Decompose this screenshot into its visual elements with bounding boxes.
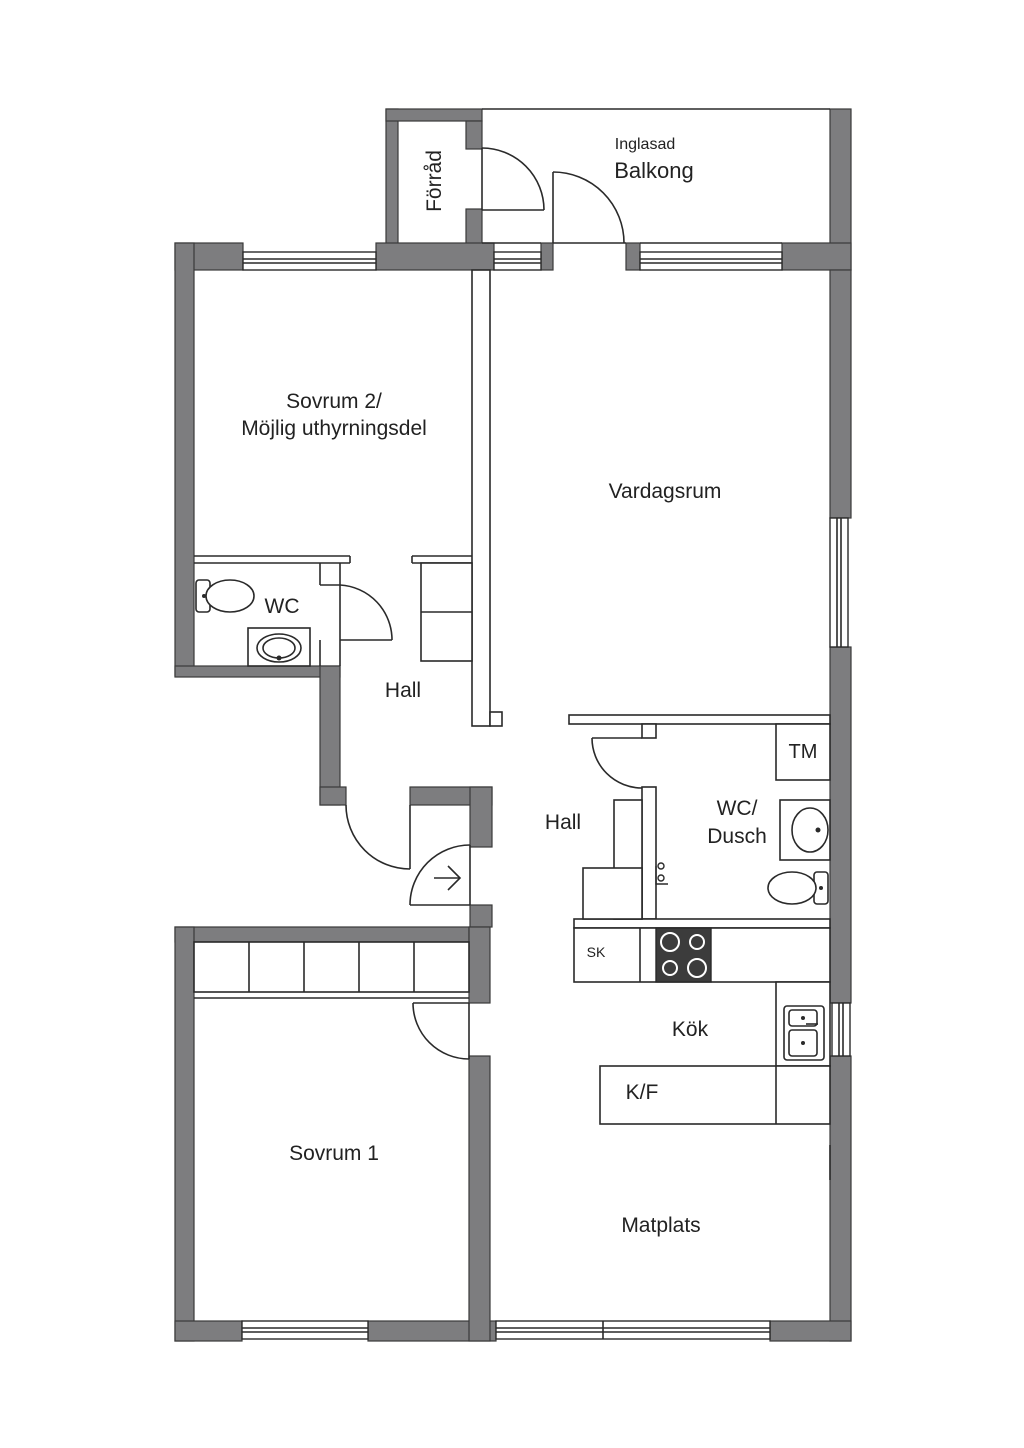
wall-right-upper — [829, 269, 852, 519]
wall-forrad-right-low — [465, 208, 483, 246]
label-balkong-top: Inglasad — [615, 136, 676, 153]
door-balkong — [552, 171, 625, 244]
door-sovrum1 — [412, 1002, 470, 1060]
label-matplats: Matplats — [621, 1214, 700, 1237]
door-hall — [345, 804, 411, 870]
entrance-arrow-icon — [434, 865, 462, 891]
label-sovrum2-line2: Möjlig uthyrningsdel — [241, 417, 427, 440]
door-entrance — [409, 844, 471, 906]
kitchen-sink-icon — [783, 1005, 825, 1061]
wall-sovrum1-top — [174, 926, 470, 943]
walls — [174, 108, 852, 1342]
wall-bottom-left — [174, 1320, 243, 1342]
wall-hall-left — [319, 665, 341, 806]
wall-entrance-bottom — [469, 904, 493, 928]
wall-sovrum1-left — [174, 926, 195, 1342]
sink-icon-2 — [791, 807, 829, 853]
sink-icon — [256, 633, 302, 663]
wall-top-mid — [375, 242, 495, 271]
wall-entrance-top — [469, 786, 493, 848]
wall-left-sovrum2 — [174, 242, 195, 677]
wall-forrad-top — [385, 108, 483, 122]
door-forrad — [481, 147, 545, 211]
room-labels: Förråd Inglasad Balkong Sovrum 2/ Möjlig… — [241, 136, 817, 1237]
label-hall-lower: Hall — [545, 811, 581, 834]
interior-lines — [193, 108, 831, 1180]
doors — [339, 147, 643, 1060]
wall-top-mid2 — [540, 242, 554, 271]
door-wc-dusch — [591, 737, 643, 789]
window-hall-top — [493, 251, 542, 271]
wall-right-lower — [829, 1055, 852, 1342]
toilet-icon — [195, 579, 255, 613]
window-sovrum1-bottom — [241, 1320, 369, 1340]
label-wc: WC — [265, 595, 300, 618]
windows — [241, 251, 851, 1340]
stove-icon — [655, 927, 712, 983]
label-forrad: Förråd — [423, 150, 446, 212]
wall-wc-bottom — [174, 665, 341, 678]
label-kf: K/F — [626, 1081, 659, 1104]
wall-forrad-right — [465, 120, 483, 150]
wall-sovrum1-right-upper — [468, 926, 491, 1004]
window-vardagsrum-top — [639, 251, 783, 271]
door-wc — [339, 584, 393, 641]
shower-icon — [655, 862, 668, 885]
toilet-icon-2 — [767, 871, 829, 905]
wall-right-mid — [829, 646, 852, 1004]
label-hall-upper: Hall — [385, 679, 421, 702]
wall-sovrum1-right-lower — [468, 1055, 491, 1342]
wall-bottom-right — [769, 1320, 852, 1342]
label-balkong-bottom: Balkong — [614, 158, 694, 183]
label-kok: Kök — [672, 1018, 709, 1041]
window-kok-right — [831, 1002, 851, 1057]
label-sk: SK — [587, 944, 606, 960]
window-sovrum2-top — [242, 251, 377, 271]
wall-top-mid3 — [625, 242, 641, 271]
label-sovrum1: Sovrum 1 — [289, 1142, 379, 1165]
window-matplats-bottom — [495, 1320, 771, 1340]
label-wc-dusch-line2: Dusch — [707, 825, 767, 848]
wall-top-right — [781, 242, 852, 271]
label-wc-dusch-line1: WC/ — [717, 797, 758, 820]
label-vardagsrum: Vardagsrum — [609, 480, 722, 503]
wall-hall-bottom-left — [319, 786, 347, 806]
label-tm: TM — [789, 741, 818, 763]
wall-forrad-left — [385, 108, 399, 246]
label-sovrum2-line1: Sovrum 2/ — [286, 390, 382, 413]
window-vardagsrum-right — [829, 517, 849, 648]
